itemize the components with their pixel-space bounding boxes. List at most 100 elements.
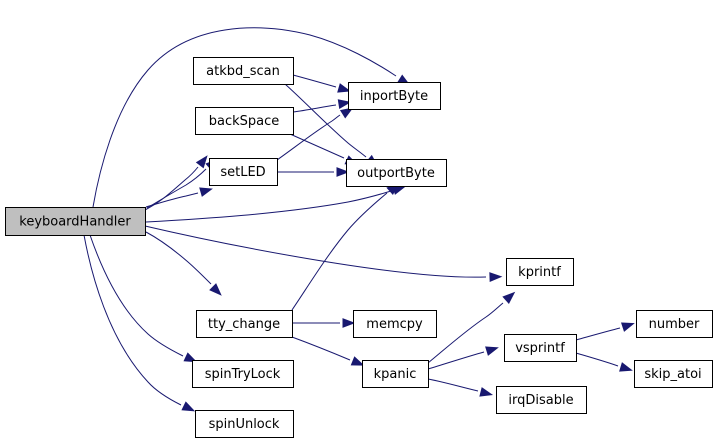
arrow-head-icon bbox=[621, 322, 635, 332]
edge-line bbox=[292, 74, 337, 88]
node-outportByte[interactable]: outportByte bbox=[346, 159, 447, 187]
node-inportByte[interactable]: inportByte bbox=[348, 82, 441, 110]
nodes-layer: keyboardHandler atkbd_scan backSpace setLED… bbox=[5, 57, 713, 438]
node-label: spinTryLock bbox=[205, 367, 281, 382]
edge-keyboardHandler-to-atkbd_scan bbox=[144, 155, 208, 211]
edge-line bbox=[89, 234, 184, 357]
node-box[interactable] bbox=[636, 310, 713, 338]
edge-tty_change-to-kpanic bbox=[291, 336, 365, 366]
edge-line bbox=[145, 190, 392, 223]
edge-tty_change-to-memcpy bbox=[292, 318, 356, 328]
node-box[interactable] bbox=[196, 310, 293, 338]
edge-vsprintf-to-skip_atoi bbox=[575, 352, 633, 372]
node-label: vsprintf bbox=[515, 341, 565, 356]
arrow-head-icon bbox=[199, 187, 213, 197]
edge-keyboardHandler-to-spinTryLock bbox=[89, 234, 198, 363]
arrow-head-icon bbox=[485, 346, 499, 356]
node-label: inportByte bbox=[360, 89, 428, 104]
arrow-head-icon bbox=[209, 283, 222, 296]
node-box[interactable] bbox=[193, 57, 294, 85]
node-box[interactable] bbox=[506, 258, 574, 286]
arrow-head-icon bbox=[489, 272, 503, 282]
edge-line bbox=[575, 327, 621, 341]
arrow-head-icon bbox=[502, 291, 516, 304]
node-label: keyboardHandler bbox=[19, 215, 131, 230]
edge-line bbox=[427, 351, 485, 370]
node-spinTryLock[interactable]: spinTryLock bbox=[192, 360, 294, 388]
node-label: memcpy bbox=[366, 317, 423, 332]
node-label: outportByte bbox=[357, 166, 435, 181]
node-memcpy[interactable]: memcpy bbox=[353, 310, 437, 338]
node-box[interactable] bbox=[5, 207, 146, 236]
edge-line bbox=[145, 231, 212, 285]
edge-line bbox=[291, 192, 388, 311]
edge-line bbox=[284, 83, 367, 158]
node-kpanic[interactable]: kpanic bbox=[362, 360, 429, 388]
node-atkbd_scan[interactable]: atkbd_scan bbox=[193, 57, 294, 85]
node-label: backSpace bbox=[209, 114, 280, 129]
edge-line bbox=[144, 225, 487, 278]
edge-keyboardHandler-to-setLED bbox=[145, 187, 213, 208]
node-setLED[interactable]: setLED bbox=[209, 158, 278, 186]
edge-vsprintf-to-number bbox=[575, 322, 635, 341]
edge-setLED-to-inportByte bbox=[276, 107, 354, 161]
node-label: tty_change bbox=[208, 317, 280, 332]
node-box[interactable] bbox=[348, 82, 441, 110]
node-box[interactable] bbox=[634, 360, 713, 388]
edge-line bbox=[144, 166, 199, 211]
node-label: kpanic bbox=[374, 367, 417, 382]
node-box[interactable] bbox=[362, 360, 429, 388]
node-box[interactable] bbox=[195, 410, 294, 438]
arrow-head-icon bbox=[619, 362, 633, 372]
node-box[interactable] bbox=[346, 159, 447, 187]
edge-atkbd_scan-to-inportByte bbox=[292, 74, 351, 93]
arrow-head-icon bbox=[181, 401, 196, 412]
edge-line bbox=[291, 336, 351, 361]
node-skip_atoi[interactable]: skip_atoi bbox=[634, 360, 713, 388]
arrow-head-icon bbox=[337, 99, 352, 109]
edge-line bbox=[146, 168, 207, 209]
node-kprintf[interactable]: kprintf bbox=[506, 258, 574, 286]
node-box[interactable] bbox=[192, 360, 294, 388]
edge-kpanic-to-irqDisable bbox=[427, 378, 494, 397]
arrow-head-icon bbox=[342, 318, 356, 328]
node-label: kprintf bbox=[518, 265, 561, 280]
edge-tty_change-to-outportByte bbox=[291, 182, 400, 311]
edge-line bbox=[575, 352, 619, 367]
arrow-head-icon bbox=[479, 387, 494, 397]
arrow-head-icon bbox=[350, 356, 365, 366]
edge-keyboardHandler-to-spinUnlock bbox=[83, 234, 196, 412]
node-box[interactable] bbox=[209, 158, 278, 186]
edge-line bbox=[92, 27, 397, 208]
edge-setLED-to-outportByte bbox=[276, 167, 350, 177]
edge-line bbox=[292, 104, 337, 113]
edge-kpanic-to-vsprintf bbox=[427, 346, 499, 370]
node-keyboardHandler[interactable]: keyboardHandler bbox=[5, 207, 146, 236]
node-box[interactable] bbox=[353, 310, 437, 338]
node-label: number bbox=[649, 317, 700, 332]
edge-line bbox=[145, 192, 199, 208]
edge-kpanic-to-kprintf bbox=[427, 291, 516, 364]
node-backSpace[interactable]: backSpace bbox=[195, 107, 294, 135]
edge-keyboardHandler-to-tty_change bbox=[145, 231, 222, 296]
node-spinUnlock[interactable]: spinUnlock bbox=[195, 410, 294, 438]
edge-line bbox=[276, 114, 341, 161]
edge-backSpace-to-inportByte bbox=[292, 99, 352, 113]
edge-keyboardHandler-to-outportByte bbox=[145, 185, 406, 223]
node-box[interactable] bbox=[496, 386, 587, 414]
node-tty_change[interactable]: tty_change bbox=[196, 310, 293, 338]
node-label: setLED bbox=[220, 165, 265, 180]
node-irqDisable[interactable]: irqDisable bbox=[496, 386, 587, 414]
node-vsprintf[interactable]: vsprintf bbox=[504, 334, 577, 362]
arrow-head-icon bbox=[195, 155, 208, 169]
node-box[interactable] bbox=[195, 107, 294, 135]
node-box[interactable] bbox=[504, 334, 577, 362]
arrow-head-icon bbox=[336, 167, 350, 177]
node-label: atkbd_scan bbox=[206, 64, 280, 79]
edge-line bbox=[427, 302, 504, 364]
edge-line bbox=[289, 133, 345, 159]
arrow-head-icon bbox=[339, 107, 354, 119]
node-number[interactable]: number bbox=[636, 310, 713, 338]
